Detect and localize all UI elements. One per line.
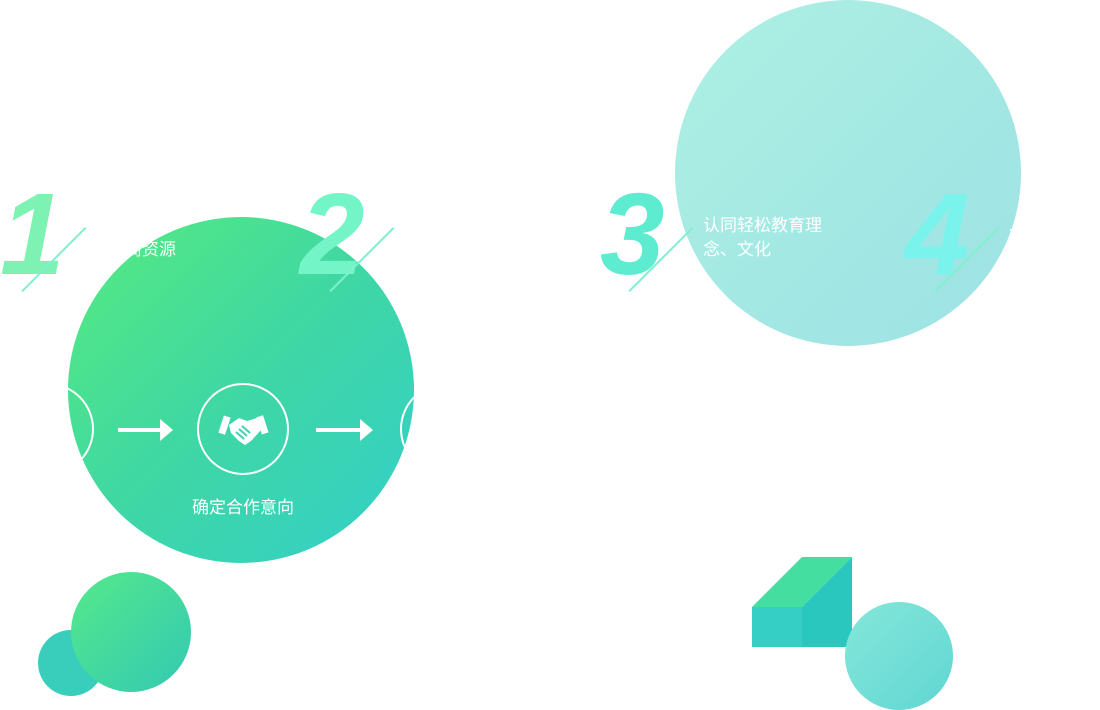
decorative-circle-green: 确定合作意向 [68,217,414,563]
step-number-2: 2 [300,169,365,299]
step-3-text: 认同轻松教育理 念、文化 [703,214,822,262]
step-3-text-line2: 念、文化 [703,240,771,260]
step-1-text-line2: …商资源 [108,240,176,260]
step-3-text-line1: 认同轻松教育理 [703,216,822,236]
decorative-cube-icon [752,557,852,647]
decorative-blob [71,572,191,692]
decorative-blob [845,602,953,710]
arrow-line [118,428,162,432]
step-1-text: …学校、 …商资源 [108,214,176,262]
step-1-text-line1: …学校、 [108,216,176,236]
arrow-line [316,428,360,432]
step-number-3: 3 [600,169,665,299]
handshake-icon [218,415,269,445]
process-caption: 确定合作意向 [192,498,294,518]
step-number-4: 4 [905,169,970,299]
process-step-circle-right [400,383,414,475]
step-number-1: 1 [0,169,65,299]
step-4-text: … [1008,216,1025,236]
arrow-right-icon [160,419,173,441]
process-step-circle-handshake [197,383,289,475]
decorative-circle-teal [675,0,1021,346]
arrow-right-icon [360,419,373,441]
process-step-circle-left [68,383,94,475]
